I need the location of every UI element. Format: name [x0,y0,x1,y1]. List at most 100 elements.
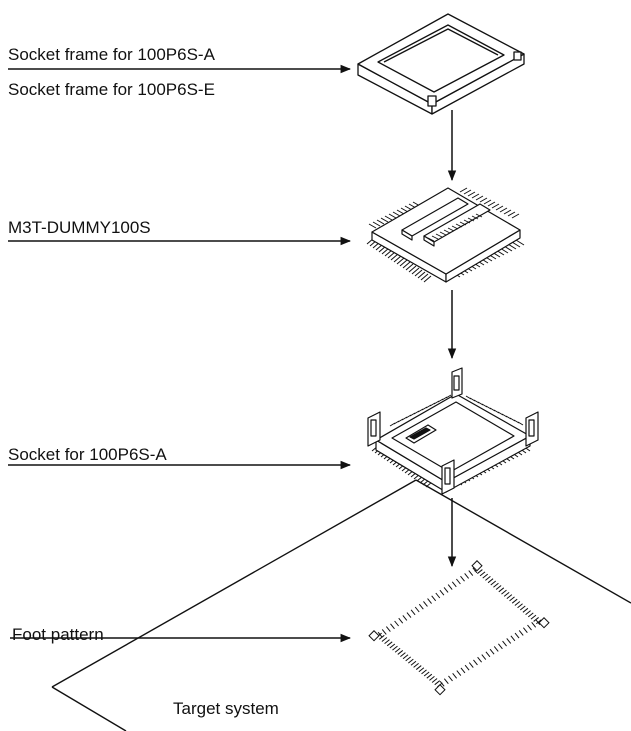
foot-pad [402,654,409,660]
foot-pad [452,672,458,679]
foot-pad [506,594,513,600]
foot-pad [418,667,425,673]
foot-pad [522,627,528,634]
foot-pad [485,576,491,581]
foot-pad [434,680,441,686]
foot-pad [460,575,465,582]
foot-pad [514,601,521,606]
target-board-outline [51,479,631,731]
foot-pad [443,678,449,684]
foot-pad [472,567,478,574]
foot-pad [447,584,453,590]
foot-pad [487,578,494,584]
foot-pad [527,624,532,631]
foot-pad [439,589,445,596]
foot-pad [406,612,412,618]
foot-pad [402,615,408,621]
foot-pad [405,656,411,662]
socket-illustration [367,367,539,495]
foot-pad [448,675,453,682]
foot-pad [482,573,489,579]
socket-frame-illustration [357,13,525,115]
label-socket-frame-a: Socket frame for 100P6S-A [8,45,215,64]
foot-pad [514,632,520,639]
foot-pad [408,658,414,664]
foot-pad [517,603,523,609]
foot-pad [479,571,486,577]
foot-pad [398,617,404,624]
foot-pad [511,598,518,604]
foot-pad [381,629,387,635]
foot-pad [464,664,470,671]
foot-pattern-illustration [368,560,550,696]
foot-pad [509,596,515,602]
foot-pad [535,619,541,625]
label-dummy: M3T-DUMMY100S [8,218,151,237]
foot-pad [390,623,395,630]
foot-pad [485,651,491,658]
foot-pad [503,591,510,597]
foot-pad [410,609,416,616]
foot-pad [525,610,531,615]
foot-pad [477,656,482,663]
foot-pad [421,669,427,675]
foot-pad [415,665,422,670]
foot-pad [493,646,499,652]
foot-pad [536,619,542,625]
foot-pad [468,570,474,576]
foot-pad [426,673,433,679]
foot-pad [443,587,449,593]
foot-pad [456,578,461,585]
foot-pad [477,569,483,574]
foot-pad [378,634,385,640]
foot-pad [418,603,424,610]
foot-pad [386,641,393,647]
foot-pad [384,639,390,645]
foot-pad [429,675,435,681]
foot-pad [518,630,524,636]
label-socket: Socket for 100P6S-A [8,445,167,464]
foot-pad [510,635,516,642]
foot-pad [394,647,401,653]
foot-pad [392,645,398,651]
foot-pad [400,652,406,657]
foot-pad [506,638,512,644]
foot-pad [423,671,430,677]
foot-pad [423,601,428,607]
foot-pad [501,589,507,595]
foot-pad [413,663,419,668]
foot-pad [498,643,503,650]
foot-pad [493,582,499,588]
foot-pad [530,614,537,620]
foot-pad [464,573,470,579]
foot-pad [394,620,399,627]
foot-pad [527,612,534,618]
foot-pad [456,670,462,676]
label-target-system: Target system [173,699,279,718]
foot-pad [481,654,487,660]
foot-pad [498,587,505,593]
foot-pad [431,678,438,683]
foot-pad [522,607,529,613]
foot-pad [381,637,388,642]
foot-pad [397,650,404,655]
foot-pad [490,580,497,586]
foot-pad [495,585,502,590]
dummy-device-illustration [366,187,525,283]
foot-pad [468,662,474,668]
foot-pad [427,598,432,604]
foot-pad [460,667,466,674]
foot-pad [389,643,396,649]
foot-pad [385,626,391,632]
foot-pad [519,605,526,611]
foot-pad [439,681,445,687]
foot-pad [473,659,478,666]
foot-pad [414,606,420,613]
foot-pad [451,581,457,588]
foot-pad [435,592,441,599]
foot-pad [410,660,417,666]
foot-pad [502,640,507,647]
foot-pad [431,595,437,602]
foot-pad [489,648,495,655]
